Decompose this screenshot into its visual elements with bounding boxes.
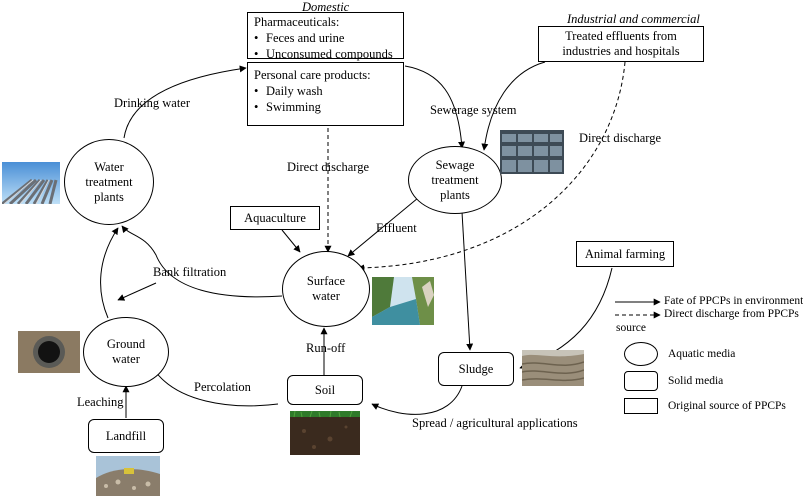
percolation-label: Percolation — [194, 380, 251, 394]
spread-label: Spread / agricultural applications — [412, 416, 578, 430]
arrow-sewage-to-sludge — [461, 211, 474, 351]
water-treatment-label: Water treatment plants — [85, 159, 133, 204]
animal-farming-label: Animal farming — [584, 246, 666, 261]
surface-water-label: Surface water — [306, 274, 346, 303]
soil-grass-photo — [290, 411, 360, 455]
well-photo — [18, 331, 80, 373]
legend-solid-label: Solid media — [668, 375, 724, 387]
ground-water-node: Ground water — [83, 317, 169, 387]
arrow-effluent — [347, 197, 419, 257]
landfill-box: Landfill — [88, 419, 164, 453]
sludge-field-photo — [522, 350, 584, 386]
pipes-photo — [2, 162, 60, 204]
sewage-treatment-plants-node: Sewage treatment plants — [408, 146, 502, 214]
industrial-box-text: Treated effluents from industries and ho… — [562, 29, 680, 58]
personal-care-item: Daily wash — [254, 83, 397, 99]
water-treatment-plants-node: Water treatment plants — [64, 139, 154, 225]
direct-discharge-domestic-label: Direct discharge — [287, 160, 370, 174]
leaching-label: Leaching — [77, 395, 124, 409]
arrow-surface-to-watertreatment — [121, 225, 283, 298]
arrow-soil-to-ground — [152, 367, 279, 407]
pharma-item: Unconsumed compounds — [254, 46, 397, 62]
soil-label: Soil — [314, 382, 336, 397]
legend-original-label: Original source of PPCPs — [668, 400, 786, 412]
legend-direct-label: Direct discharge from PPCPs — [664, 308, 799, 320]
landfill-site-photo — [96, 456, 160, 496]
arrow-aquaculture-to-surface — [281, 229, 301, 253]
arrow-industrial-to-sewerage — [481, 61, 546, 151]
drinking-water-label: Drinking water — [114, 96, 191, 110]
sewage-treatment-label: Sewage treatment plants — [431, 157, 479, 202]
aquaculture-box: Aquaculture — [230, 206, 320, 230]
legend-original-symbol — [624, 398, 658, 414]
personal-care-title: Personal care products: — [254, 68, 371, 82]
soil-box: Soil — [287, 375, 363, 405]
run-off-label: Run-off — [306, 341, 346, 355]
surface-water-node: Surface water — [282, 251, 370, 327]
sewerage-system-label: Sewerage system — [430, 103, 517, 117]
river-gorge-photo — [372, 277, 434, 325]
pharmaceuticals-box: Pharmaceuticals: Feces and urine Unconsu… — [247, 12, 404, 62]
personal-care-box: Personal care products: Daily wash Swimm… — [247, 62, 404, 126]
legend-fate-label: Fate of PPCPs in environment — [664, 295, 803, 307]
pharmaceuticals-title: Pharmaceuticals: — [254, 15, 340, 29]
legend-aquatic-label: Aquatic media — [668, 348, 736, 360]
direct-discharge-industrial-label: Direct discharge — [579, 131, 662, 145]
arrow-domestic-to-sewerage — [404, 65, 466, 149]
personal-care-item: Swimming — [254, 99, 397, 115]
legend-solid-symbol — [624, 371, 658, 391]
arrow-direct-discharge-industrial — [357, 61, 626, 272]
pharma-item: Feces and urine — [254, 30, 397, 46]
industrial-title: Industrial and commercial — [567, 12, 700, 26]
arrow-sludge-to-soil — [371, 385, 463, 415]
effluent-label: Effluent — [376, 221, 417, 235]
sludge-label: Sludge — [458, 361, 494, 376]
landfill-label: Landfill — [105, 428, 147, 443]
animal-farming-box: Animal farming — [576, 241, 674, 267]
arrow-drinking-water — [123, 65, 247, 139]
bank-filtration-label: Bank filtration — [153, 265, 227, 279]
domestic-title: Domestic — [302, 0, 350, 14]
ground-water-label: Ground water — [106, 337, 146, 366]
arrow-bankfiltration-to-ground — [117, 282, 157, 301]
sludge-box: Sludge — [438, 352, 514, 386]
sewage-tanks-photo — [500, 130, 564, 174]
arrow-ground-to-watertreatment — [100, 227, 119, 319]
legend-direct-label-cont: source — [616, 322, 647, 334]
legend-aquatic-symbol — [624, 342, 658, 366]
industrial-box: Treated effluents from industries and ho… — [538, 26, 704, 62]
aquaculture-label: Aquaculture — [244, 210, 306, 225]
